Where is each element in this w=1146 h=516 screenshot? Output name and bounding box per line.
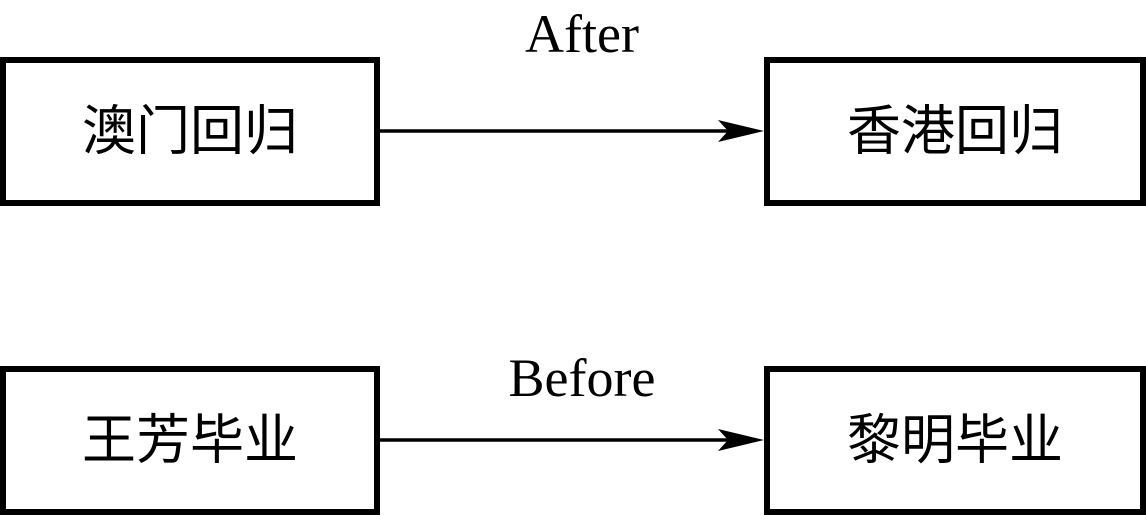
edge-label: After xyxy=(525,4,639,64)
source-node-box xyxy=(0,366,380,515)
target-node-box xyxy=(764,366,1146,515)
source-node-box xyxy=(0,57,380,206)
target-node-label: 黎明毕业 xyxy=(847,409,1063,472)
relation-before: 王芳毕业 Before 黎明毕业 xyxy=(0,348,1146,515)
arrowhead-icon xyxy=(718,429,764,451)
relation-after: 澳门回归 After 香港回归 xyxy=(0,4,1146,206)
source-node-label: 澳门回归 xyxy=(82,100,298,163)
target-node-box xyxy=(764,57,1146,206)
edge-label: Before xyxy=(509,348,656,408)
arrowhead-icon xyxy=(718,120,764,142)
source-node-label: 王芳毕业 xyxy=(82,409,298,472)
target-node-label: 香港回归 xyxy=(847,100,1063,163)
